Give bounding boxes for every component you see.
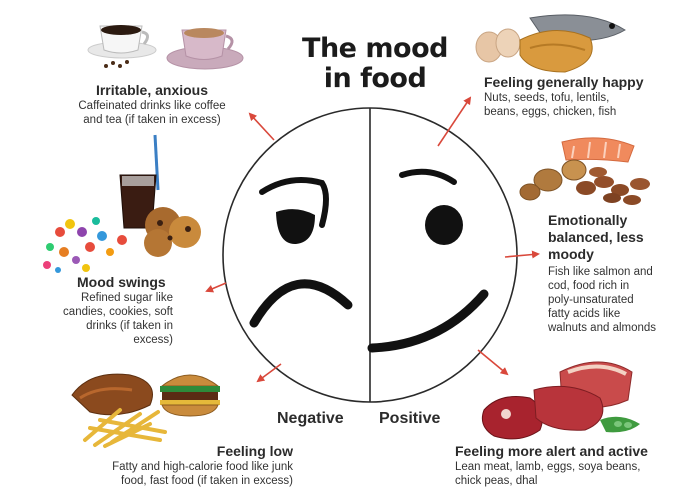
mood-irritable-heading: Irritable, anxious — [95, 82, 209, 98]
mood-alert: Feeling more alert and active Lean meat,… — [455, 443, 695, 488]
mood-balanced-heading-1: Emotionally — [548, 212, 628, 228]
mood-low-heading: Feeling low — [216, 443, 293, 459]
positive-eye — [425, 205, 463, 245]
mood-balanced-heading-3: moody — [548, 246, 594, 262]
salmon-nuts-image — [519, 137, 650, 205]
coffee-tea-image — [87, 25, 244, 70]
lean-meat-image — [481, 361, 640, 440]
page-title: The mood in food — [300, 34, 450, 94]
mood-happy-heading: Feeling generally happy — [484, 74, 644, 90]
mood-arrows — [205, 96, 540, 383]
mood-alert-heading: Feeling more alert and active — [455, 443, 648, 459]
mood-balanced-desc-5: walnuts and almonds — [548, 322, 657, 334]
mood-balanced-desc-3: poly-unsaturated — [548, 294, 634, 306]
mood-balanced-desc-2: cod, food rich in — [548, 280, 630, 292]
frown-mouth — [249, 279, 353, 328]
mood-balanced-desc-1: Fish like salmon and — [548, 266, 653, 278]
axis-positive-label: Positive — [379, 410, 441, 427]
mood-happy: Feeling generally happy Nuts, seeds, tof… — [484, 74, 694, 119]
mood-happy-desc-2: beans, eggs, chicken, fish — [484, 106, 617, 118]
title-line-1: The mood — [302, 33, 448, 64]
arrow-irritable — [248, 112, 275, 141]
mood-happy-desc-1: Nuts, seeds, tofu, lentils, — [484, 92, 610, 104]
mood-swings-desc-3: drinks (if taken in — [86, 320, 173, 332]
mood-balanced-desc-4: fatty acids like — [548, 308, 621, 320]
mood-swings-desc-1: Refined sugar like — [80, 292, 173, 304]
sweets-image — [43, 134, 201, 273]
mood-low-desc-2: food, fast food (if taken in excess) — [121, 475, 293, 487]
mood-swings-desc-2: candies, cookies, soft — [63, 306, 173, 318]
title-line-2: in food — [323, 63, 427, 94]
mood-alert-desc-2: chick peas, dhal — [455, 475, 538, 487]
mood-alert-desc-1: Lean meat, lamb, eggs, soya beans, — [455, 461, 641, 473]
protein-image — [475, 14, 626, 73]
mood-low-desc-1: Fatty and high-calorie food like junk — [112, 461, 293, 473]
mood-balanced-heading-2: balanced, less — [548, 229, 644, 245]
mood-low: Feeling low Fatty and high-calorie food … — [58, 443, 293, 488]
happy-eyebrow — [399, 168, 457, 185]
mood-irritable-desc-2: and tea (if taken in excess) — [83, 114, 221, 126]
mood-balanced: Emotionally balanced, less moody Fish li… — [548, 212, 698, 335]
mood-face — [222, 107, 518, 403]
mood-irritable: Irritable, anxious Caffeinated drinks li… — [62, 82, 242, 127]
mood-irritable-desc-1: Caffeinated drinks like coffee — [78, 100, 226, 112]
fast-food-image — [71, 373, 220, 448]
negative-eye — [276, 209, 315, 245]
arrow-swings — [205, 282, 227, 293]
arrow-happy — [437, 96, 472, 147]
arrow-low — [256, 363, 282, 383]
arrow-alert — [477, 349, 509, 376]
mood-swings-heading: Mood swings — [77, 274, 166, 290]
arrow-balanced — [504, 250, 540, 259]
angry-eyebrow — [259, 177, 329, 228]
axis-negative-label: Negative — [277, 410, 344, 427]
mood-swings-desc-4: excess) — [133, 334, 173, 346]
smile-mouth — [367, 289, 489, 353]
mood-swings: Mood swings Refined sugar like candies, … — [63, 274, 173, 347]
